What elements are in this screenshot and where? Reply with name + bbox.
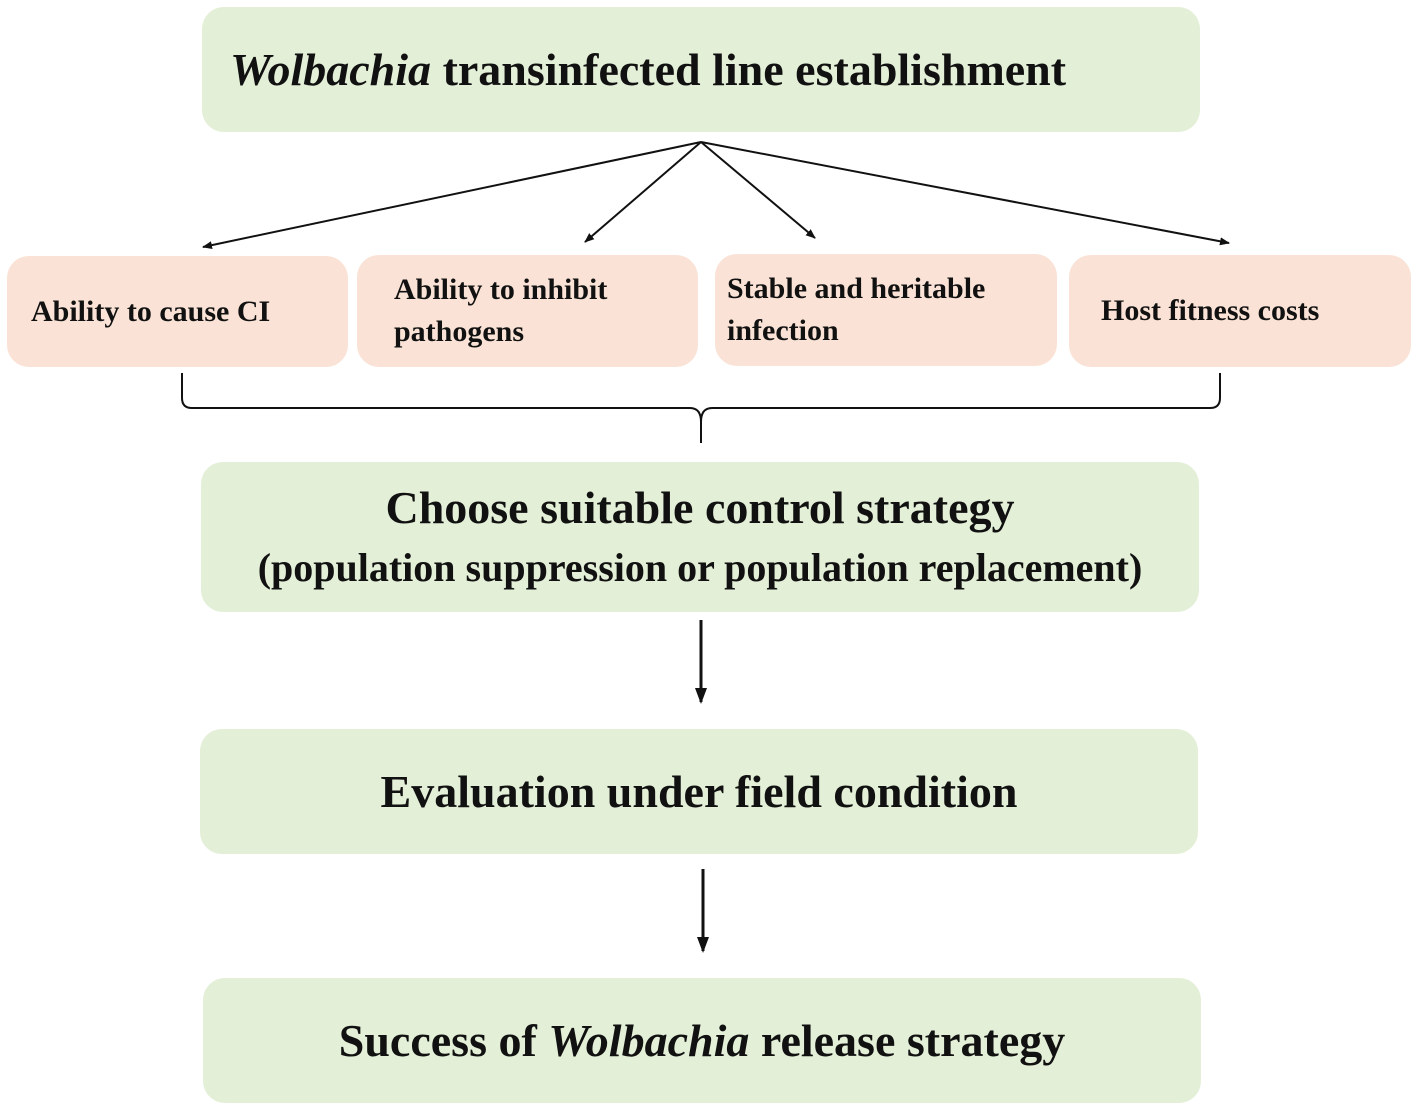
criteria-box-ci: Ability to cause CI (7, 256, 348, 367)
strategy-subtitle: (population suppression or population re… (257, 545, 1143, 590)
strategy-title: Choose suitable control strategy (385, 482, 1015, 533)
criteria-label: Host fitness costs (1101, 294, 1320, 327)
curly-brace (181, 373, 1221, 443)
criteria-label: Stable and heritable infection (727, 272, 986, 347)
success-title: Success of Wolbachia release strategy (339, 1014, 1066, 1067)
criteria-box-stable-infection: Stable and heritable infection (715, 254, 1057, 366)
arrow-to-criteria-3 (700, 141, 816, 239)
criteria-box-inhibit-pathogens: Ability to inhibit pathogens (357, 255, 698, 367)
success-box: Success of Wolbachia release strategy (203, 978, 1201, 1103)
arrow-to-criteria-1 (202, 141, 702, 250)
transinfection-rest: transinfected line establishment (431, 44, 1067, 95)
wolbachia-italic: Wolbachia (548, 1015, 750, 1066)
arrow-to-criteria-4 (700, 141, 1230, 246)
success-prefix: Success of (338, 1015, 549, 1066)
wolbachia-italic: Wolbachia (230, 44, 432, 95)
transinfection-box: Wolbachia transinfected line establishme… (202, 7, 1200, 132)
branch-arrows (202, 141, 1230, 250)
criteria-label: Ability to cause CI (31, 294, 271, 328)
criteria-label: Ability to inhibit pathogens (394, 273, 608, 348)
strategy-box: Choose suitable control strategy (popula… (201, 462, 1199, 612)
transinfection-title: Wolbachia transinfected line establishme… (230, 43, 1066, 96)
evaluation-box: Evaluation under field condition (200, 729, 1198, 854)
evaluation-label: Evaluation under field condition (380, 766, 1018, 817)
criteria-box-fitness-costs: Host fitness costs (1069, 255, 1411, 367)
arrow-to-criteria-2 (584, 141, 702, 243)
success-suffix: release strategy (749, 1015, 1066, 1066)
